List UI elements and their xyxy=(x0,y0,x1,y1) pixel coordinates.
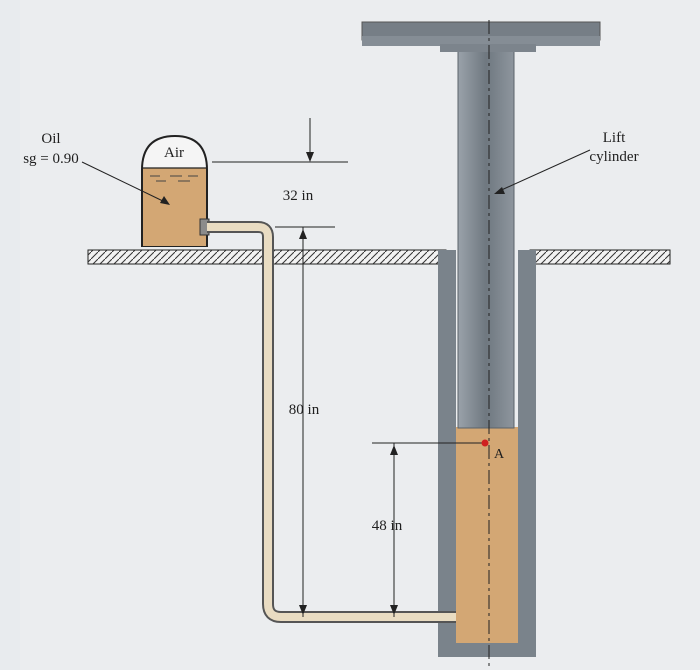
point-a-marker xyxy=(481,439,489,447)
tank-oil xyxy=(143,168,206,246)
cylinder-casing xyxy=(438,250,536,657)
oil-label: Oil xyxy=(41,131,60,147)
page-sheet xyxy=(20,0,700,670)
dimension-lines xyxy=(81,118,591,617)
air-label: Air xyxy=(164,145,184,161)
lift-label: Lift xyxy=(603,130,626,146)
cylinder-label: cylinder xyxy=(589,149,638,165)
dim-32-label: 32 in xyxy=(283,188,314,204)
oil-tank xyxy=(141,134,210,247)
cylinder-oil xyxy=(456,427,518,643)
ground xyxy=(87,249,671,265)
lift-piston xyxy=(361,21,601,429)
point-a-label: A xyxy=(494,447,505,462)
oil-sg-label: sg = 0.90 xyxy=(23,151,79,167)
dim-48-label: 48 in xyxy=(372,518,403,534)
dim-80-label: 80 in xyxy=(289,402,320,418)
connecting-pipe xyxy=(207,221,456,623)
